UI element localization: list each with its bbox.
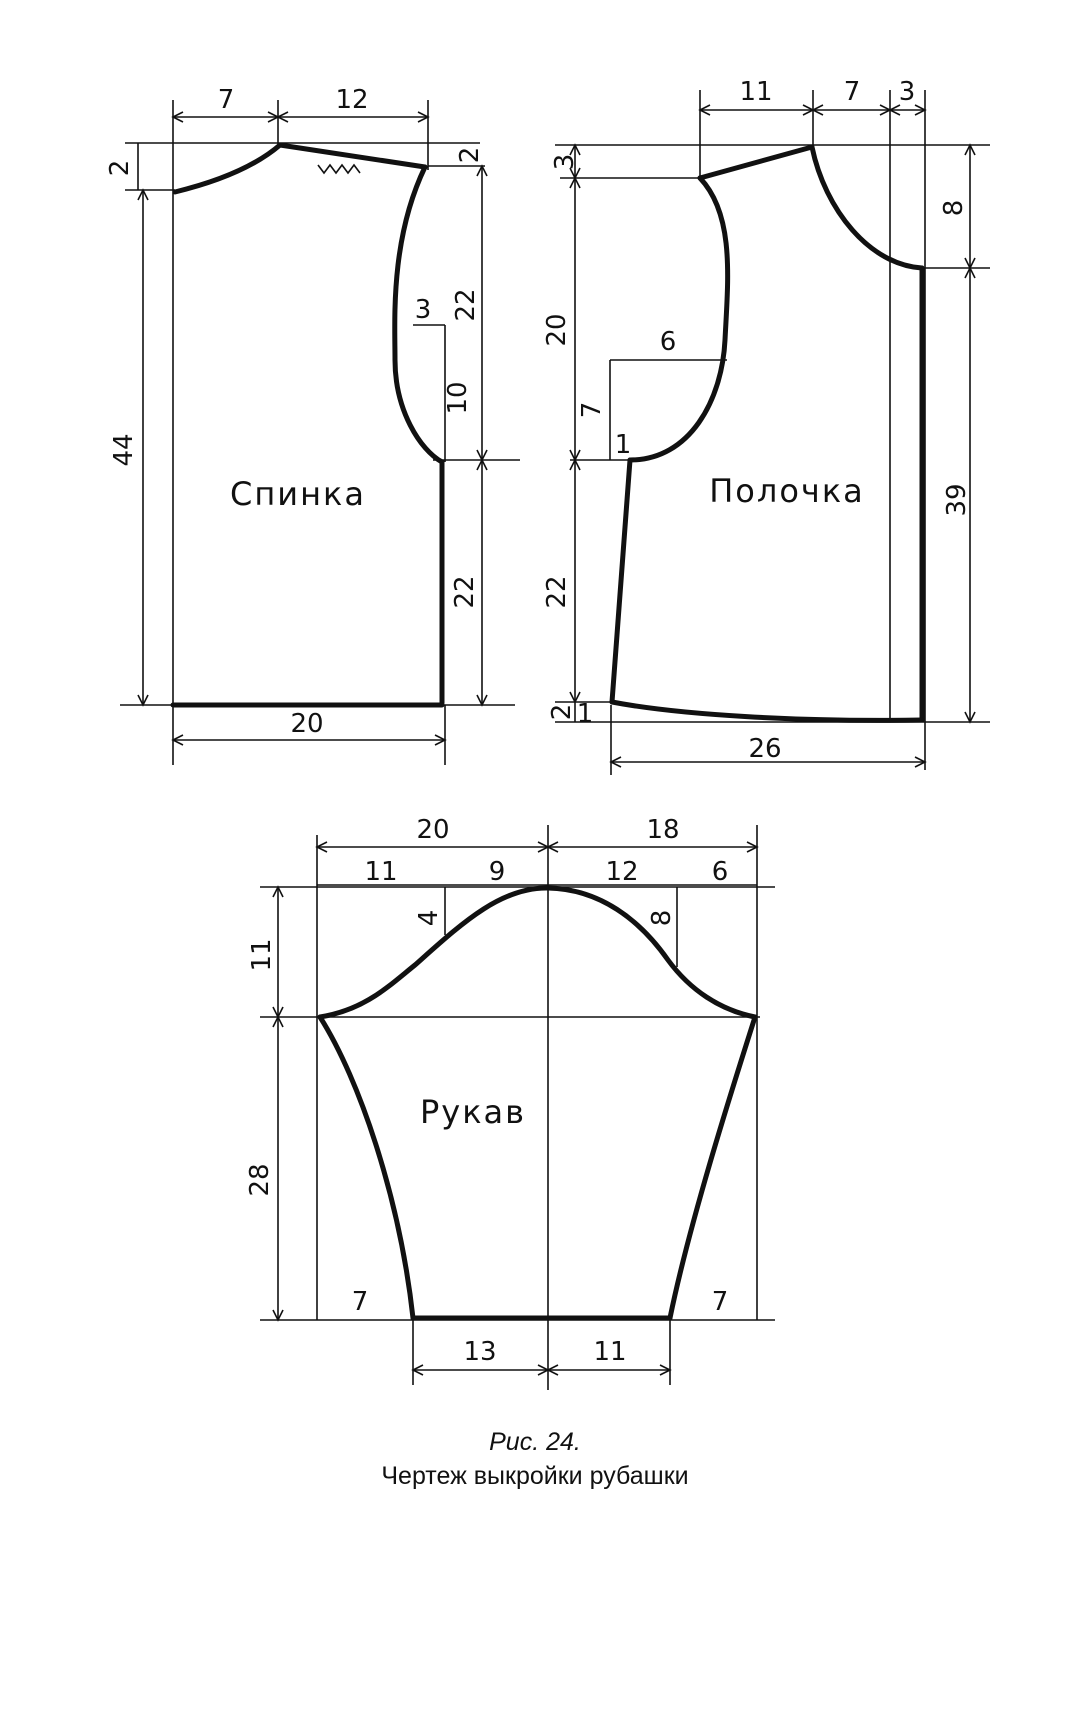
sleeve-dim-hem-left: 7	[352, 1287, 369, 1317]
front-dim-bottom-1: 1	[577, 699, 594, 729]
front-dim-shoulder-left: 3	[550, 154, 580, 171]
sleeve-dim-cap-9: 9	[489, 857, 506, 887]
front-dim-bottom-width: 26	[748, 734, 781, 764]
sleeve-dim-hem-right: 7	[712, 1287, 729, 1317]
front-dim-side-lower: 22	[542, 575, 572, 608]
sleeve-dim-cap-11: 11	[364, 857, 397, 887]
sleeve-dim-cap-height: 11	[247, 938, 277, 971]
gathering-mark	[317, 163, 361, 175]
sleeve-dim-cap-8: 8	[647, 910, 677, 927]
back-dim-top-right: 12	[335, 85, 368, 115]
front-piece: 11 7 3 3 8 20 6 7 1 22 2 1 39 26 Полочка	[542, 77, 990, 775]
front-dim-neck-depth: 8	[939, 200, 969, 217]
front-dim-armhole-height: 20	[542, 313, 572, 346]
back-dim-armhole-lower: 10	[443, 381, 473, 414]
front-title: Полочка	[709, 472, 865, 510]
sleeve-piece: 20 18 11 9 12 6 11 4 8 28 7 7 13 11 Рука…	[245, 815, 775, 1390]
sleeve-dim-cap-12: 12	[605, 857, 638, 887]
back-dim-side-lower: 22	[450, 575, 480, 608]
back-dim-top-left: 7	[218, 85, 235, 115]
front-dim-armhole-rise: 7	[577, 402, 607, 419]
sleeve-dim-bottom-left: 13	[463, 1337, 496, 1367]
sleeve-dim-top-right: 18	[646, 815, 679, 845]
back-title: Спинка	[230, 475, 366, 513]
front-dim-bottom-drop: 2	[547, 704, 577, 721]
front-dim-center-height: 39	[942, 483, 972, 516]
back-dim-right-shoulder: 2	[455, 147, 485, 164]
figure-number: Рис. 24.	[489, 1428, 581, 1456]
figure-caption: Чертеж выкройки рубашки	[381, 1462, 689, 1490]
front-dim-top-7: 7	[844, 77, 861, 107]
sleeve-dim-top-left: 20	[416, 815, 449, 845]
sleeve-title: Рукав	[420, 1093, 526, 1131]
back-dim-armhole-depth: 3	[415, 295, 432, 325]
sleeve-dim-length: 28	[245, 1163, 275, 1196]
sleeve-dim-cap-6: 6	[712, 857, 729, 887]
front-dim-armhole-point: 1	[615, 430, 632, 460]
front-dim-armhole-depth: 6	[660, 327, 677, 357]
back-dim-bottom-width: 20	[290, 709, 323, 739]
sleeve-dim-bottom-right: 11	[593, 1337, 626, 1367]
sleeve-dim-cap-4: 4	[414, 910, 444, 927]
back-dim-armhole-upper: 22	[451, 288, 481, 321]
front-dim-top-3: 3	[899, 77, 916, 107]
front-dim-top-11: 11	[739, 77, 772, 107]
back-dim-left-shoulder: 2	[105, 160, 135, 177]
back-dim-height: 44	[109, 433, 139, 466]
back-piece: 7 12 2 2 44 22 3 10 22 20 Спинка	[105, 85, 520, 765]
